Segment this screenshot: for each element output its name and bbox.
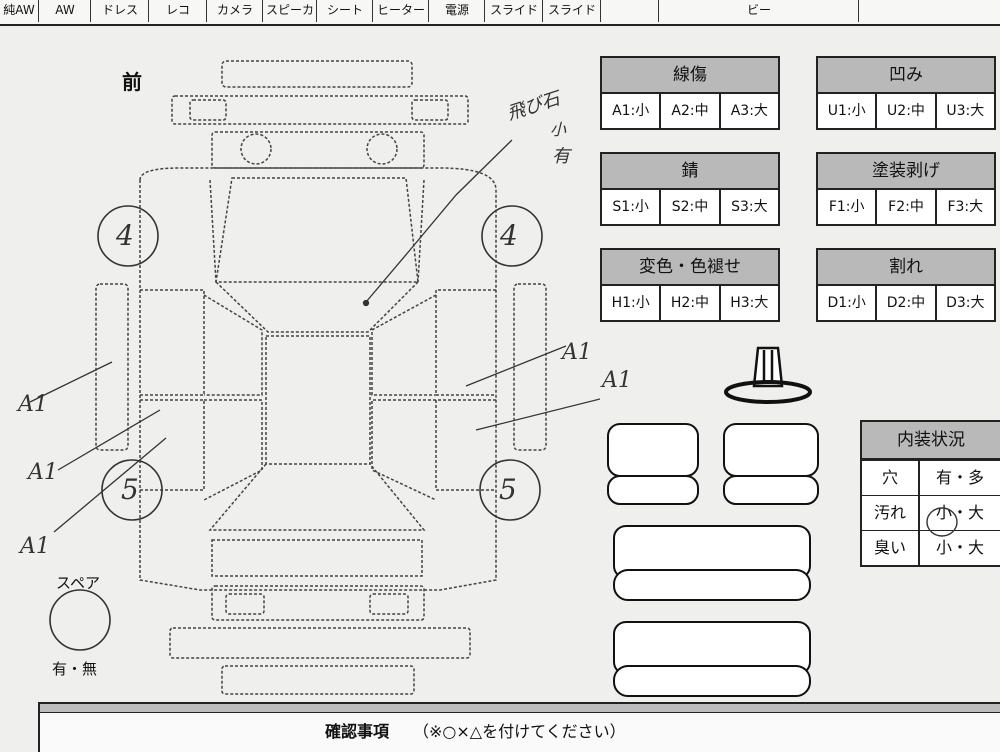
damage-code-annotation: A1 bbox=[562, 340, 592, 365]
interior-row: 汚れ 小・大 bbox=[862, 495, 1000, 530]
legend-code: D3:大 bbox=[934, 286, 994, 320]
tire-front-left bbox=[97, 205, 159, 267]
tire-number: 5 bbox=[121, 473, 139, 506]
top-cell bbox=[600, 0, 659, 22]
third-row-seat-cushion bbox=[613, 665, 811, 697]
top-options-strip: 純AW AW ドレス レコ カメラ スピーカ シート ヒーター 電源 スライド … bbox=[0, 0, 1000, 26]
damage-code-annotation: A1 bbox=[602, 368, 632, 393]
legend-code: A1:小 bbox=[612, 103, 650, 119]
front-left-seat-cushion bbox=[607, 475, 699, 505]
legend-code: U3:大 bbox=[934, 94, 994, 128]
front-label: 前 bbox=[122, 70, 142, 94]
top-cell: スライド bbox=[484, 0, 543, 22]
legend-code: H2:中 bbox=[659, 286, 718, 320]
spare-label: スペア bbox=[56, 574, 100, 592]
legend-title: 凹み bbox=[818, 58, 994, 94]
legend-code: H1:小 bbox=[611, 295, 650, 311]
spare-tire-circle bbox=[49, 589, 111, 651]
top-cell: AW bbox=[38, 0, 91, 22]
legend-scratch: 線傷 A1:小 A2:中 A3:大 bbox=[600, 56, 780, 130]
legend-code: D2:中 bbox=[875, 286, 934, 320]
interior-row-label: 穴 bbox=[862, 461, 920, 495]
top-cell: カメラ bbox=[206, 0, 263, 22]
top-cell bbox=[858, 0, 1000, 22]
damage-code-annotation: A1 bbox=[18, 392, 48, 417]
interior-row-value: 小・大 bbox=[935, 503, 984, 522]
top-cell: スライド bbox=[542, 0, 601, 22]
top-cell: 電源 bbox=[428, 0, 485, 22]
top-cell: スピーカ bbox=[262, 0, 317, 22]
legend-title: 変色・色褪せ bbox=[602, 250, 778, 286]
confirmation-note: （※○×△を付けてください） bbox=[413, 722, 626, 741]
top-cell: ビー bbox=[658, 0, 859, 22]
legend-title: 割れ bbox=[818, 250, 994, 286]
damage-code-annotation: A1 bbox=[20, 534, 50, 559]
legend-code: U1:小 bbox=[827, 103, 866, 119]
car-diagram bbox=[29, 60, 600, 695]
second-row-seat-cushion bbox=[613, 569, 811, 601]
legend-code: D1:小 bbox=[827, 295, 866, 311]
legend-crack: 割れ D1:小 D2:中 D3:大 bbox=[816, 248, 996, 322]
front-right-seat-cushion bbox=[723, 475, 819, 505]
legend-code: S2:中 bbox=[659, 190, 718, 224]
legend-code: S3:大 bbox=[718, 190, 778, 224]
spare-options: 有・無 bbox=[52, 660, 98, 678]
tire-number: 4 bbox=[116, 219, 134, 252]
top-cell: シート bbox=[316, 0, 373, 22]
tire-number: 5 bbox=[499, 473, 517, 506]
handwritten-circle-mark bbox=[926, 507, 958, 537]
legend-rust: 錆 S1:小 S2:中 S3:大 bbox=[600, 152, 780, 226]
legend-code: F1:小 bbox=[828, 199, 865, 215]
top-cell: ドレス bbox=[90, 0, 149, 22]
legend-code: F2:中 bbox=[875, 190, 934, 224]
interior-condition-table: 内装状況 穴 有・多 汚れ 小・大 臭い 小・大 bbox=[860, 420, 1000, 567]
interior-row-label: 汚れ bbox=[862, 496, 920, 530]
confirmation-title: 確認事項 bbox=[325, 722, 390, 741]
front-right-seat bbox=[723, 423, 819, 477]
top-cell: レコ bbox=[148, 0, 207, 22]
legend-code: F3:大 bbox=[934, 190, 994, 224]
handwritten-note: 小 bbox=[550, 120, 567, 139]
legend-code: A3:大 bbox=[718, 94, 778, 128]
interior-title: 内装状況 bbox=[862, 422, 1000, 460]
interior-row: 穴 有・多 bbox=[862, 460, 1000, 495]
tire-number: 4 bbox=[500, 219, 518, 252]
legend-discolor: 変色・色褪せ H1:小 H2:中 H3:大 bbox=[600, 248, 780, 322]
legend-title: 塗装剥げ bbox=[818, 154, 994, 190]
legend-title: 錆 bbox=[602, 154, 778, 190]
legend-code: S1:小 bbox=[612, 199, 649, 215]
interior-row-value: 有・多 bbox=[935, 468, 984, 487]
interior-row: 臭い 小・大 bbox=[862, 530, 1000, 565]
confirmation-bar: 確認事項 （※○×△を付けてください） bbox=[38, 702, 1000, 752]
tire-rear-right bbox=[479, 459, 541, 521]
legend-code: H3:大 bbox=[718, 286, 778, 320]
steering-wheel-icon bbox=[724, 346, 812, 404]
damage-code-annotation: A1 bbox=[28, 460, 58, 485]
tire-front-right bbox=[481, 205, 543, 267]
interior-row-value: 小・大 bbox=[935, 538, 984, 557]
handwritten-note: 有 bbox=[552, 146, 570, 167]
front-left-seat bbox=[607, 423, 699, 477]
tire-rear-left bbox=[101, 459, 163, 521]
legend-paint-peel: 塗装剥げ F1:小 F2:中 F3:大 bbox=[816, 152, 996, 226]
interior-row-label: 臭い bbox=[862, 531, 920, 565]
legend-code: U2:中 bbox=[875, 94, 934, 128]
interior-diagram bbox=[607, 346, 819, 697]
legend-dent: 凹み U1:小 U2:中 U3:大 bbox=[816, 56, 996, 130]
top-cell: 純AW bbox=[3, 3, 35, 17]
top-cell: ヒーター bbox=[372, 0, 429, 22]
legend-code: A2:中 bbox=[659, 94, 718, 128]
legend-title: 線傷 bbox=[602, 58, 778, 94]
